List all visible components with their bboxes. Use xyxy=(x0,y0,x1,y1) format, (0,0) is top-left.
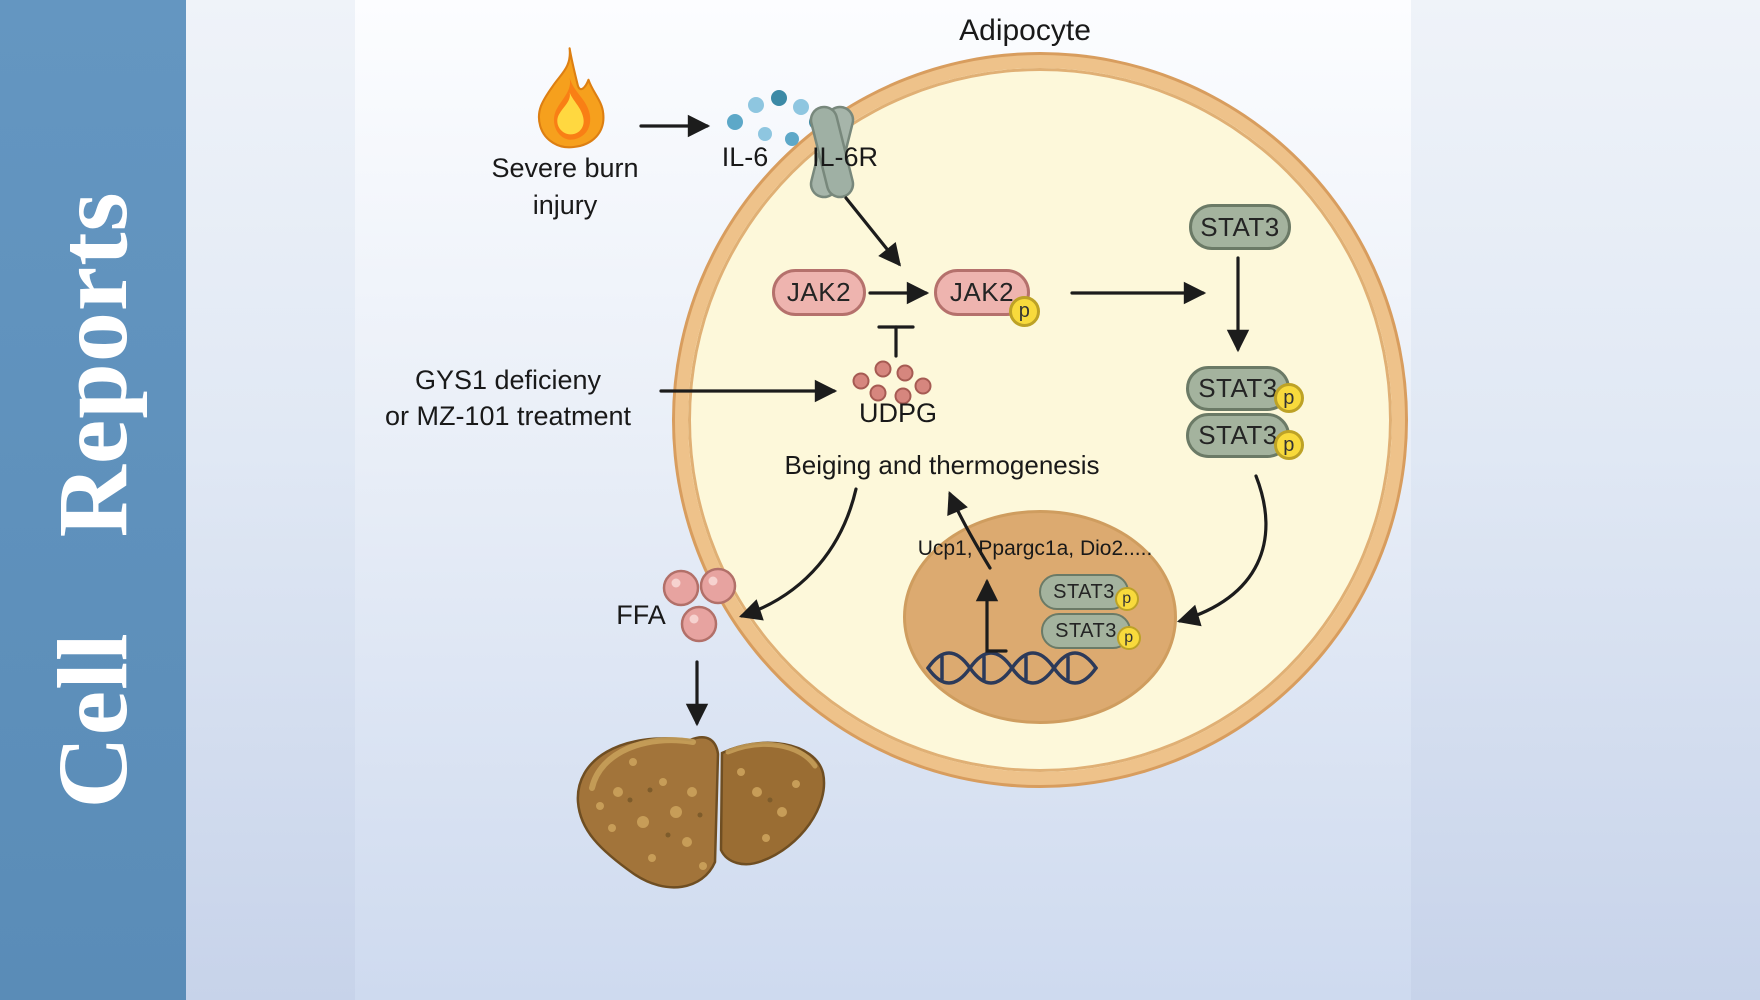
gys1-line2: or MZ-101 treatment xyxy=(384,401,632,431)
jak2-phospho-box: JAK2 p xyxy=(934,269,1040,327)
jak2-box: JAK2 xyxy=(772,269,866,316)
stat3-phospho-bottom-badge: p xyxy=(1274,430,1304,460)
il6-label: IL-6 xyxy=(705,142,785,173)
burn-line2: injury xyxy=(532,190,598,220)
stat3-phospho-top-badge: p xyxy=(1274,383,1304,413)
journal-sidebar: Cell Reports xyxy=(0,0,186,1000)
jak2-phospho-badge: p xyxy=(1009,296,1040,327)
journal-word-reports: Reports xyxy=(37,191,148,538)
nucleus-stat3-bottom-label: STAT3 xyxy=(1055,619,1117,642)
journal-word-cell: Cell xyxy=(37,632,148,809)
burn-injury-label: Severe burn injury xyxy=(440,150,690,224)
il6r-label-text: IL-6R xyxy=(811,142,879,172)
nucleus-stat3-bottom-box: STAT3 p xyxy=(1041,613,1141,650)
cell-title: Adipocyte xyxy=(900,14,1150,48)
stat3-phospho-top-box: STAT3 p xyxy=(1186,366,1304,413)
il6r-label: IL-6R xyxy=(795,142,895,173)
beiging-label-text: Beiging and thermogenesis xyxy=(784,450,1100,480)
cell-title-text: Adipocyte xyxy=(959,14,1091,47)
stat3-phospho-bottom-box: STAT3 p xyxy=(1186,413,1304,460)
nucleus-genes-text: Ucp1, Ppargc1a, Dio2..... xyxy=(917,537,1153,560)
journal-title: Cell Reports xyxy=(37,191,148,809)
stat3-phospho-top-label: STAT3 xyxy=(1198,373,1278,403)
stat3-box: STAT3 xyxy=(1189,204,1291,250)
beiging-label: Beiging and thermogenesis xyxy=(762,450,1122,481)
udpg-label: UDPG xyxy=(838,398,958,429)
nucleus-genes-label: Ucp1, Ppargc1a, Dio2..... xyxy=(885,537,1185,561)
ffa-label-text: FFA xyxy=(616,600,666,630)
gys1-line1: GYS1 deficieny xyxy=(414,365,602,395)
nucleus-stat3-top-badge: p xyxy=(1115,587,1139,611)
il6-label-text: IL-6 xyxy=(721,142,769,172)
ffa-label: FFA xyxy=(596,600,686,631)
stat3-label: STAT3 xyxy=(1200,211,1280,242)
udpg-label-text: UDPG xyxy=(858,398,937,428)
nucleus-stat3-top-box: STAT3 p xyxy=(1039,574,1139,611)
nucleus-stat3-top-label: STAT3 xyxy=(1053,580,1115,603)
stat3-phospho-bottom-label: STAT3 xyxy=(1198,420,1278,450)
jak2-phospho-label: JAK2 xyxy=(949,277,1015,307)
jak2-label: JAK2 xyxy=(786,277,852,307)
gys1-treatment-label: GYS1 deficieny or MZ-101 treatment xyxy=(378,362,638,434)
burn-line1: Severe burn xyxy=(491,153,639,183)
nucleus-stat3-bottom-badge: p xyxy=(1117,626,1141,650)
